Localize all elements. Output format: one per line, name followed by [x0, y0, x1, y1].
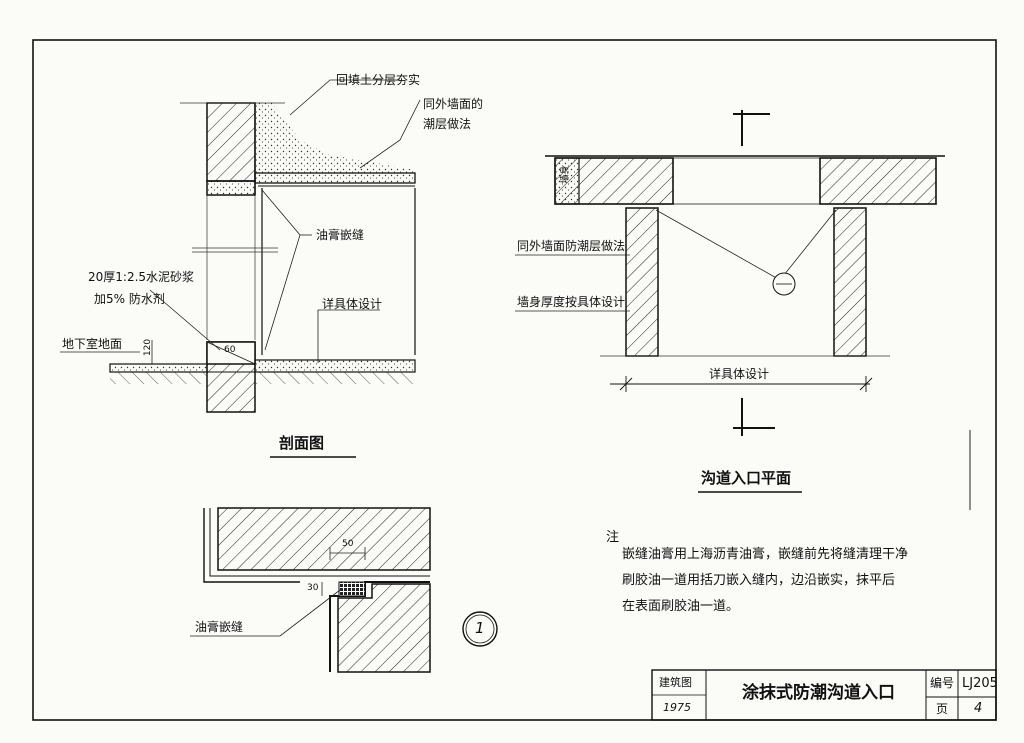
leader-wall-dmp: [359, 99, 421, 169]
wall-tag: 墙身: [560, 165, 571, 184]
label-plan-trench-wall: 墙身厚度按具体设计: [517, 295, 626, 309]
label-plan-design: 详具体设计: [709, 367, 770, 381]
plan-trench-wall-left: [625, 207, 659, 357]
tb-code-label: 编号: [930, 676, 955, 690]
dim-30: 30: [307, 583, 319, 593]
dim-50: 50: [342, 539, 354, 549]
tb-page-label: 页: [936, 702, 949, 716]
section-view: [60, 79, 421, 458]
tb-drawn-label: 建筑图: [659, 676, 692, 689]
notes-heading: 注: [606, 530, 620, 545]
label-mortar-1: 20厚1:2.5水泥砂浆: [88, 270, 195, 284]
plan-view: [515, 110, 945, 493]
section-upper-wall: [206, 102, 256, 182]
tb-title: 涂抹式防潮沟道入口: [742, 683, 895, 703]
notes-line-3: 在表面刷胶油一道。: [622, 599, 740, 614]
detail-slab: [217, 507, 431, 571]
label-mortar-2: 加5% 防水剂: [94, 292, 165, 306]
damp-proof-layer: [254, 172, 416, 184]
leader-backfill: [289, 79, 400, 116]
caption-plan: 沟道入口平面: [701, 469, 792, 487]
leader-detail-sealant: [190, 589, 341, 637]
label-exterior-wall-2: 潮层做法: [423, 117, 472, 131]
notes-line-2: 刷胶油一道用括刀嵌入缝内，边沿嵌实，抹平后: [622, 573, 896, 588]
caption-section: 剖面图: [279, 434, 325, 452]
leader-sealant: [261, 189, 301, 351]
tb-code: LJ205: [962, 676, 998, 691]
leader-mortar: [149, 289, 221, 351]
label-detail-sealant: 油膏嵌缝: [195, 620, 244, 634]
dim-60: 60: [224, 345, 236, 355]
section-lintel: [206, 180, 256, 196]
detail-id: 1: [475, 619, 485, 637]
leader-design: [317, 309, 380, 363]
basement-floor-slab: [109, 363, 208, 373]
label-basement-floor: 地下室地面: [62, 337, 123, 351]
sheet-border: [32, 39, 997, 721]
tb-year: 1975: [663, 701, 691, 714]
detail-id-circle: [462, 611, 498, 647]
plan-trench-wall-right: [833, 207, 867, 357]
plan-wall-right: [819, 157, 937, 205]
label-exterior-wall: 同外墙面的: [423, 97, 484, 111]
notes-line-1: 嵌缝油膏用上海沥青油膏，嵌缝前先将缝清理干净: [622, 547, 909, 562]
label-design-section: 详具体设计: [322, 297, 383, 311]
tb-page: 4: [974, 701, 983, 716]
title-block-lines: [651, 669, 997, 721]
label-backfill: 回填土分层夯实: [336, 73, 421, 87]
detail-wall: [337, 583, 431, 673]
label-sealant-section: 油膏嵌缝: [316, 228, 365, 242]
detail-sealant-block: [338, 581, 366, 597]
dim-120: 120: [143, 338, 154, 357]
detail-1: [190, 507, 498, 673]
label-plan-wall-dmp: 同外墙面防潮层做法: [517, 239, 626, 253]
backfill-soil: [255, 103, 415, 173]
